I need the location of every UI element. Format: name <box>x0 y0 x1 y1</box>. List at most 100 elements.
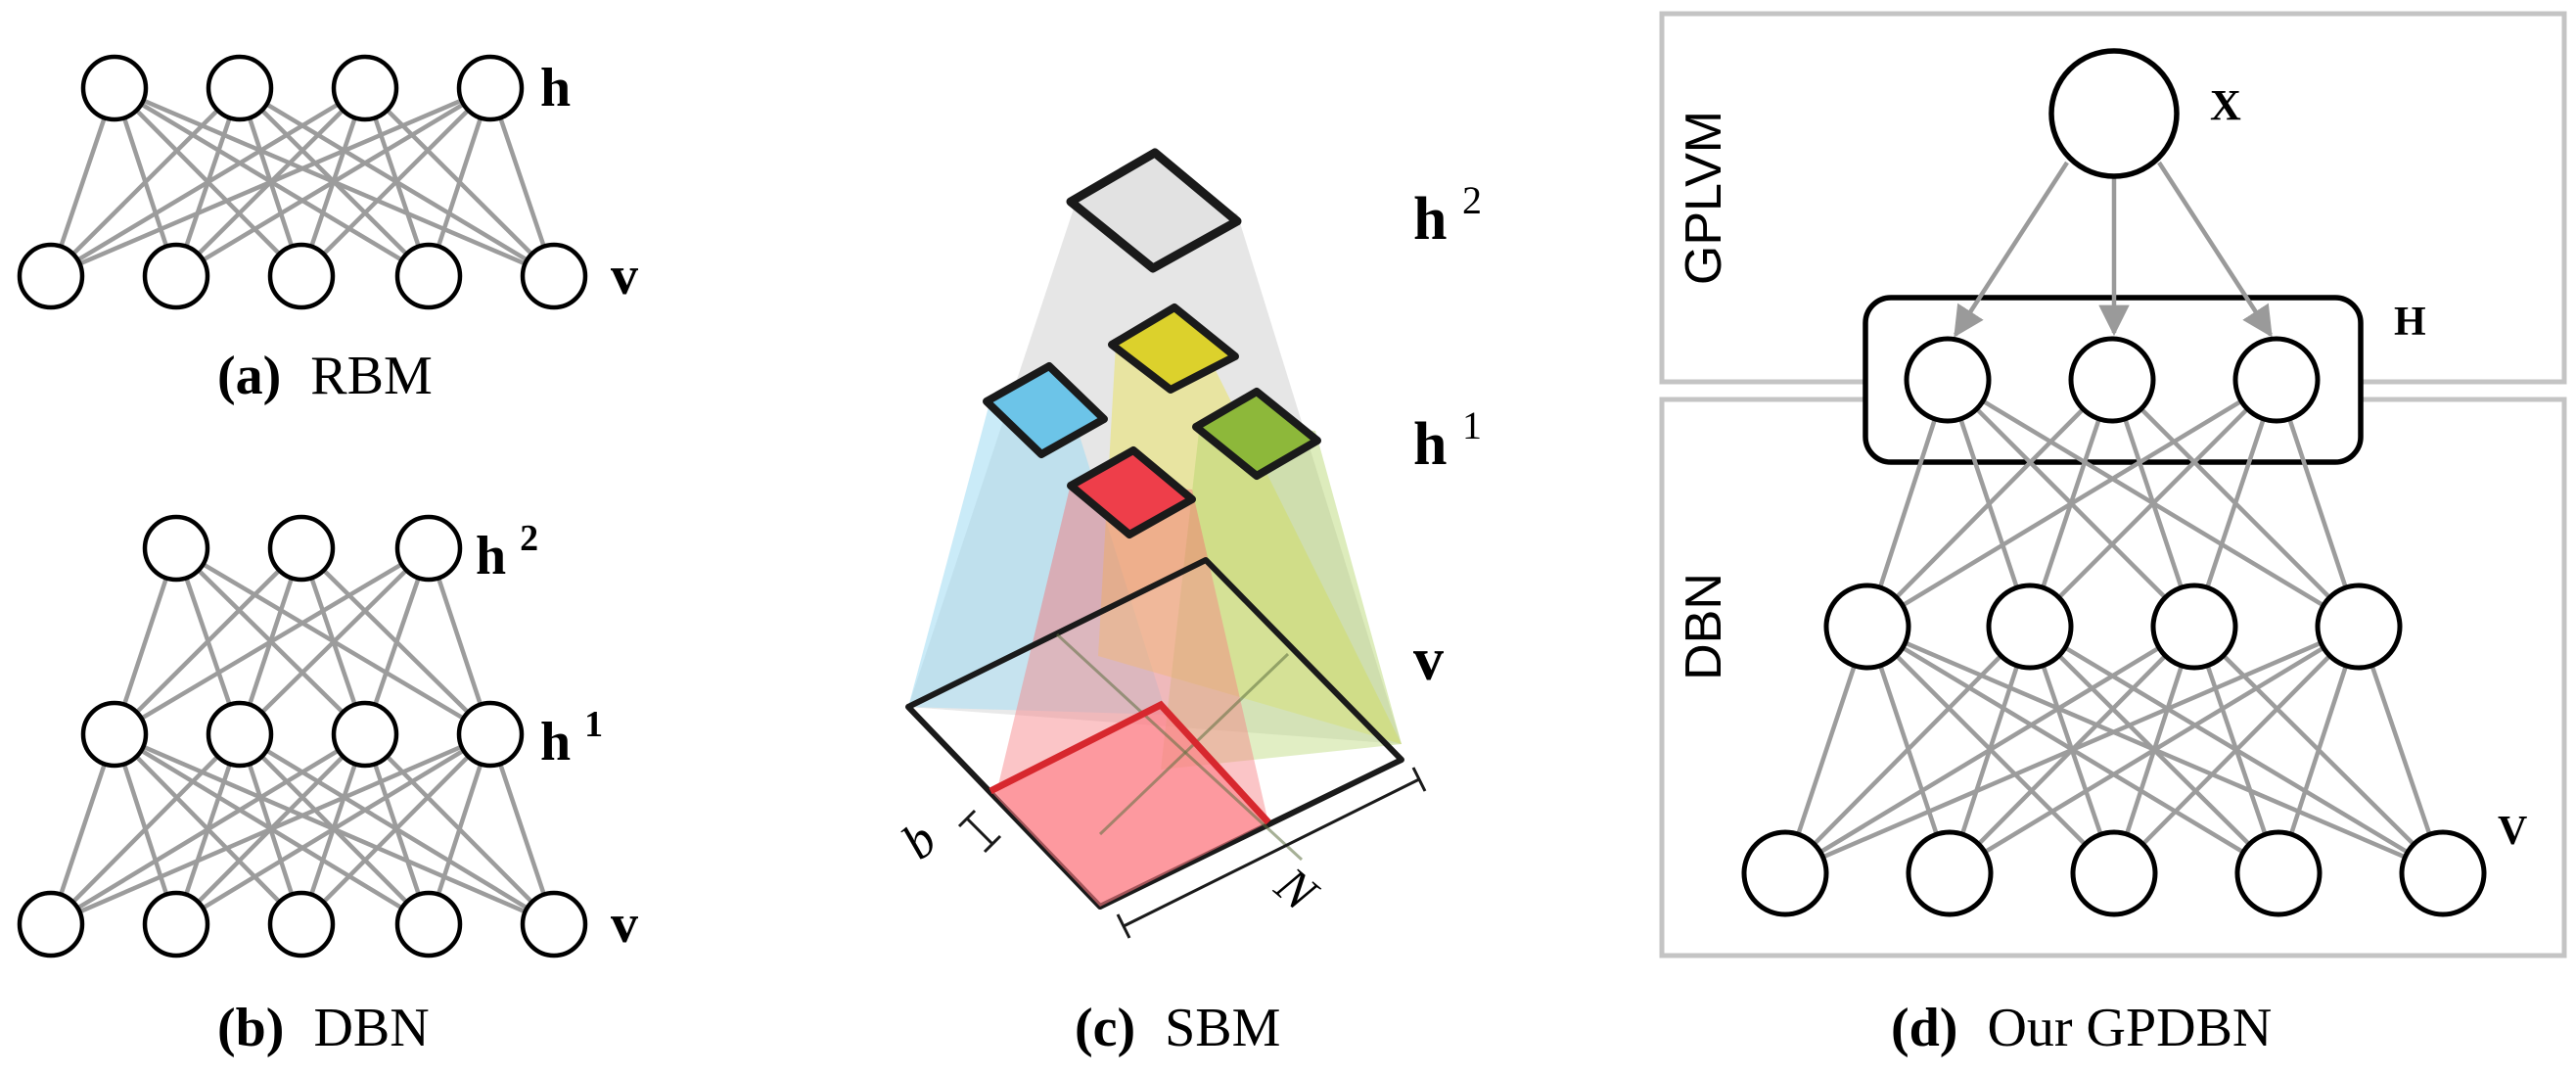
gpdbn-dbn-connection <box>1948 625 2361 875</box>
gpdbn-h-node <box>2232 336 2321 424</box>
rbm-caption: (a) RBM <box>217 346 433 406</box>
dbn-h1-node <box>456 700 525 769</box>
sbm-h2-unit <box>1066 148 1242 273</box>
gpdbn-h-label: H <box>2394 300 2426 345</box>
dbn-h2-node <box>267 514 336 583</box>
gpdbn-visible-node <box>1906 829 1994 917</box>
dbn-connection <box>50 731 491 927</box>
gpdbn-v-label: V <box>2498 809 2527 854</box>
rbm-hidden-label: h <box>540 58 571 118</box>
sbm-grid-line <box>1055 632 1304 862</box>
gpdbn-caption-tag: (d) <box>1891 998 1957 1058</box>
dbn-h2-base: h <box>476 526 506 586</box>
rbm-nodes <box>17 54 588 310</box>
rbm-visible-label: v <box>611 246 638 306</box>
rbm-connection <box>174 86 492 278</box>
sbm-caption: (c) SBM <box>1075 998 1280 1058</box>
sbm-h1-unit-yellow <box>1108 304 1239 394</box>
sbm-h1-label: h 1 <box>1413 403 1482 478</box>
dbn-connection <box>113 546 431 736</box>
sbm-n-dimension-tick <box>1116 913 1131 939</box>
sbm-caption-tag: (c) <box>1075 998 1135 1058</box>
sbm-h2-base: h <box>1413 186 1447 253</box>
dbn-h1-node <box>80 700 149 769</box>
gpdbn-dbn-connection <box>2028 378 2278 629</box>
rbm-visible-node <box>520 242 588 310</box>
dbn-h1-sup: 1 <box>584 704 603 745</box>
sbm-n-label: N <box>1265 857 1330 924</box>
sbm-h1-unit-green <box>1192 388 1321 480</box>
dbn-visible-node <box>394 890 463 958</box>
sbm-n-dimension-line <box>1123 777 1420 928</box>
sbm-n-dimension-tick <box>1411 767 1427 792</box>
sbm-beam-blue <box>908 370 1167 715</box>
dbn-connection <box>299 732 492 926</box>
dbn-caption-tag: (b) <box>217 998 284 1058</box>
dbn-visible-node <box>17 890 85 958</box>
gpdbn-h-node <box>1904 336 1992 424</box>
gpdbn-nodes <box>1741 48 2487 917</box>
gpdbn-visible-node <box>2399 829 2487 917</box>
gpdbn-visible-node <box>2070 829 2158 917</box>
gpdbn-hidden-node <box>2315 583 2403 671</box>
dbn-visible-node <box>142 890 210 958</box>
rbm-caption-name: RBM <box>310 346 433 406</box>
rbm-connection <box>50 85 491 279</box>
rbm-connection <box>49 86 367 278</box>
gpdbn-h-node <box>2068 336 2156 424</box>
gpdbn-dbn-connection <box>1784 624 2360 876</box>
dbn-h2-node <box>394 514 463 583</box>
dbn-section-label: DBN <box>1676 573 1732 680</box>
panel-dbn: h 2 h 1 v (b) DBN <box>17 514 638 1058</box>
sbm-h2-label: h 2 <box>1413 178 1482 253</box>
gpdbn-mapping-arrow <box>2157 161 2273 338</box>
dbn-caption: (b) DBN <box>217 998 430 1058</box>
rbm-hidden-node <box>456 54 525 122</box>
sbm-patch-outline <box>989 700 1271 825</box>
sbm-h2-sup: 2 <box>1462 178 1482 222</box>
rbm-visible-node <box>142 242 210 310</box>
rbm-hidden-node <box>80 54 149 122</box>
sbm-h1-unit-blue <box>983 362 1108 458</box>
sbm-visible-label: v <box>1413 627 1444 693</box>
gpdbn-x-node <box>2048 48 2180 179</box>
gpdbn-dbn-connection <box>1865 378 2114 629</box>
gpdbn-hidden-node <box>1823 583 1911 671</box>
dbn-h1-label: h 1 <box>540 704 603 772</box>
gpdbn-x-label: X <box>2210 81 2241 129</box>
rbm-hidden-node <box>331 54 399 122</box>
dbn-connection <box>238 546 431 736</box>
gpdbn-hidden-node <box>2150 583 2238 671</box>
rbm-visible-node <box>394 242 463 310</box>
panel-rbm: h v (a) RBM <box>17 54 638 406</box>
rbm-visible-node <box>267 242 336 310</box>
sbm-b-dimension-tick <box>983 834 1002 854</box>
rbm-hidden-node <box>206 54 274 122</box>
gpdbn-dbn-connection <box>1783 625 2032 875</box>
sbm-h1-base: h <box>1413 411 1447 478</box>
gpdbn-edges <box>1782 378 2446 876</box>
dbn-h2-node <box>142 514 210 583</box>
rbm-connection <box>299 86 492 278</box>
sbm-h1-sup: 1 <box>1462 403 1482 447</box>
dbn-visible-node <box>267 890 336 958</box>
sbm-b-label: b <box>892 812 947 870</box>
sbm-b-dimension-line <box>965 817 994 846</box>
gpdbn-arrows <box>1954 161 2273 338</box>
dbn-connection <box>49 732 242 926</box>
sbm-beam-green <box>1161 423 1402 770</box>
sbm-b-dimension-tick <box>957 809 977 828</box>
gpdbn-visible-node <box>2234 829 2323 917</box>
dbn-h1-node <box>331 700 399 769</box>
gpdbn-mapping-arrow <box>1954 161 2069 338</box>
rbm-connection <box>49 86 242 278</box>
gpdbn-visible-node <box>1741 829 1829 917</box>
gpdbn-caption: (d) Our GPDBN <box>1891 998 2272 1058</box>
rbm-caption-tag: (a) <box>217 346 281 406</box>
dbn-h1-node <box>206 700 274 769</box>
dbn-connection <box>49 732 367 926</box>
dbn-h1-base: h <box>540 712 571 772</box>
gpdbn-dbn-connection <box>2112 625 2361 875</box>
dbn-visible-label: v <box>611 894 638 955</box>
